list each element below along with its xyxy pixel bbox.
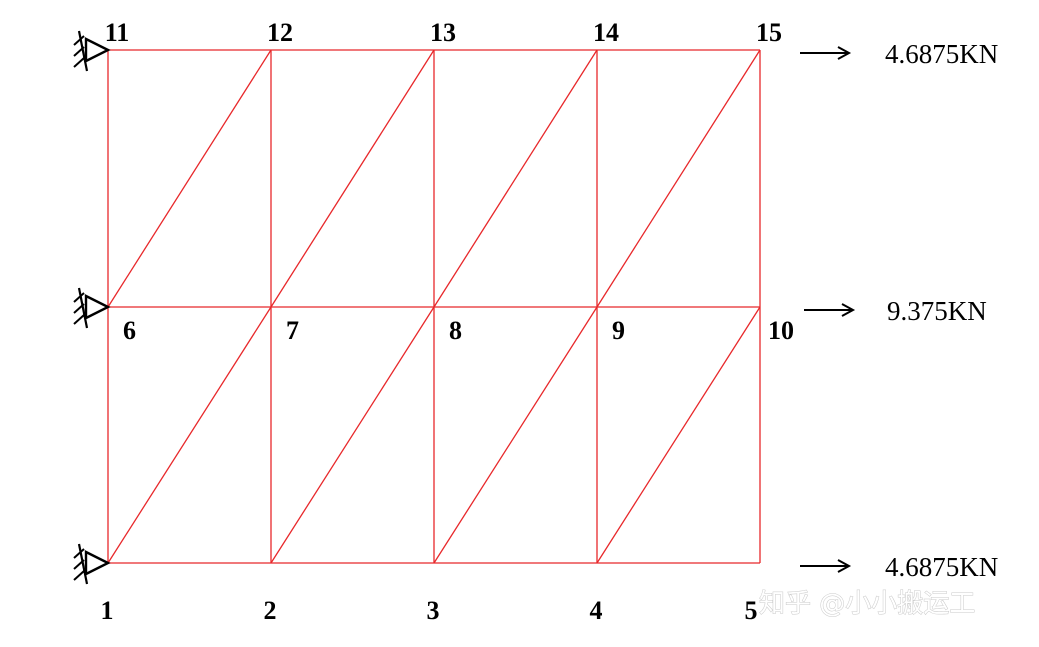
node-label-5: 5 — [745, 596, 758, 625]
node-label-15: 15 — [756, 18, 782, 47]
node-label-1: 1 — [101, 596, 114, 625]
pin-support-icon — [73, 287, 111, 329]
node-label-10: 10 — [768, 316, 794, 345]
supports-layer — [73, 30, 111, 585]
pin-support-icon — [73, 30, 111, 72]
member-8-14 — [433, 49, 598, 308]
member-3-9 — [433, 306, 598, 564]
node-label-11: 11 — [105, 18, 130, 47]
node-label-4: 4 — [590, 596, 603, 625]
member-2-8 — [270, 306, 435, 564]
node-label-7: 7 — [286, 316, 299, 345]
load-label: 4.6875KN — [885, 39, 998, 69]
node-label-14: 14 — [593, 18, 619, 47]
load-arrow-icon — [800, 46, 852, 60]
node-label-13: 13 — [430, 18, 456, 47]
member-6-12 — [107, 49, 272, 308]
node-label-2: 2 — [264, 596, 277, 625]
node-label-3: 3 — [427, 596, 440, 625]
node-label-6: 6 — [123, 316, 136, 345]
load-label: 9.375KN — [887, 296, 987, 326]
node-label-12: 12 — [267, 18, 293, 47]
load-label: 4.6875KN — [885, 552, 998, 582]
loads-layer: 4.6875KN 9.375KN 4.6875KN — [800, 39, 998, 582]
member-4-10 — [596, 306, 761, 564]
load-arrow-icon — [804, 303, 856, 317]
member-7-13 — [270, 49, 435, 308]
member-9-15 — [596, 49, 761, 308]
members-layer — [107, 49, 761, 564]
node-label-8: 8 — [449, 316, 462, 345]
node-label-9: 9 — [612, 316, 625, 345]
pin-support-icon — [73, 543, 111, 585]
load-arrow-icon — [800, 559, 852, 573]
watermark-text: 知乎 @小小搬运工 — [759, 589, 975, 619]
member-1-7 — [107, 306, 272, 564]
